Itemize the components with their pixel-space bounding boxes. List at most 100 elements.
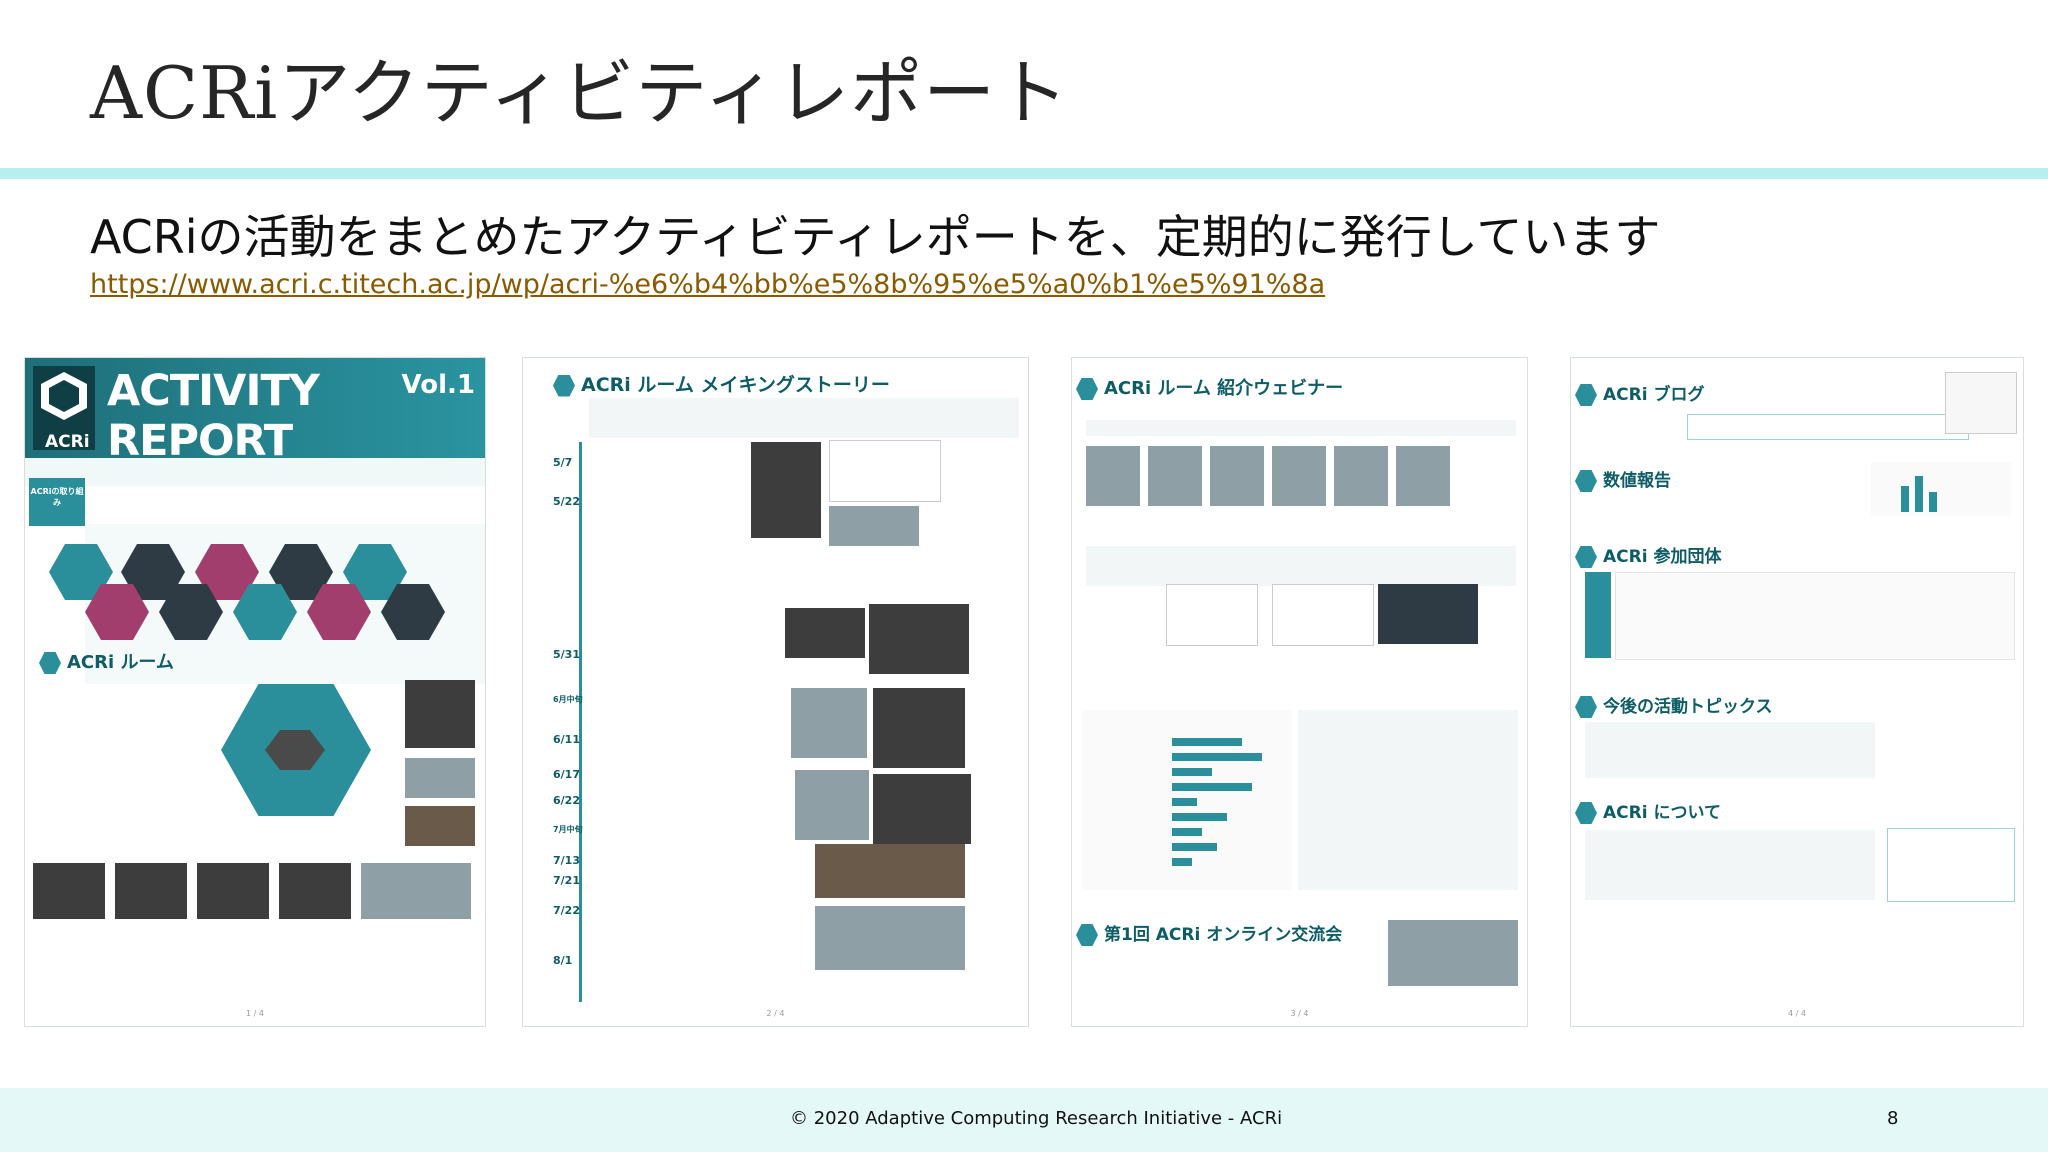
hexagon-icon [1575,696,1597,718]
report-banner: ACRi ACTIVITY REPORT Vol.1 [25,358,485,466]
speaker-photo [1148,446,1202,506]
hexagon-icon [553,374,575,397]
section-heading: 第1回 ACRi オンライン交流会 [1076,920,1342,946]
section-heading-label: ACRi ルーム メイキングストーリー [581,374,890,396]
diagram-core [265,730,325,770]
timeline-date: 7/21 [553,874,580,887]
section-heading: ACRi 参加団体 [1575,542,1721,568]
timeline-date: 6/22 [553,794,580,807]
hexagon-icon [39,652,61,674]
speaker-photo [1334,446,1388,506]
board-array-photo [869,604,969,674]
timeline-date: 7/13 [553,854,580,867]
survey-bar [1172,783,1252,791]
section-heading: ACRi ルーム [39,648,174,674]
blog-thumbnail [1945,372,2017,434]
section-badge-label: ACRiの取り組み [30,487,84,507]
page-number: 3 / 4 [1290,1009,1309,1018]
report-page-2: ACRi ルーム メイキングストーリー 5/7 5/22 5/31 6月中旬 6… [522,357,1029,1027]
survey-bar [1172,753,1262,761]
speaker-photo [1272,446,1326,506]
member-category-bar [1585,572,1611,658]
server-rack-photo [751,442,821,538]
page-number: 1 / 4 [246,1009,264,1018]
page-number: 4 / 4 [1788,1009,1806,1018]
section-heading-label: 第1回 ACRi オンライン交流会 [1104,925,1343,945]
intro-text-block [25,458,485,486]
section-heading: 今後の活動トピックス [1575,692,1773,718]
hexagon-icon [1076,924,1098,946]
section-heading: ACRi ルーム 紹介ウェビナー [1076,374,1343,400]
hexagon-icon [1575,384,1597,406]
section-heading-label: ACRi について [1603,803,1721,823]
section-heading-label: ACRi 参加団体 [1603,547,1722,567]
banner-title: ACTIVITY REPORT [107,366,320,466]
meeting-screenshot [1388,920,1518,986]
about-text [1585,830,1875,900]
timeline-date: 5/31 [553,648,580,661]
title-divider [0,168,2048,179]
section-heading-label: ACRi ブログ [1603,385,1705,405]
timeline-date: 5/7 [553,456,573,469]
survey-bar [1172,798,1197,806]
survey-comments [1298,710,1518,890]
rack-photo [873,688,965,768]
cube-logo-icon [41,372,87,420]
activity-report-link[interactable]: https://www.acri.c.titech.ac.jp/wp/acri-… [90,269,1326,300]
report-page-4: ACRi ブログ 数値報告 ACRi 参加団体 今後の活動トピックス ACRi … [1570,357,2024,1027]
server-photo [405,680,475,748]
timeline-line [579,442,582,1002]
server-room-photo [815,844,965,898]
equipment-photo [33,863,105,919]
timeline-date: 7/22 [553,904,580,917]
survey-bar [1172,843,1217,851]
section-heading-label: 数値報告 [1603,471,1671,491]
terminal-screenshot [829,440,941,502]
slide-screenshot [1272,584,1374,646]
timeline-date: 8/1 [553,954,573,967]
slide-title: ACRiアクティビティレポート [90,51,1070,135]
intro-paragraph [1086,420,1516,436]
stats-chart [1871,462,2011,516]
timeline-date: 6月中旬 [553,695,583,704]
board-photo [405,806,475,846]
topics-text [1585,722,1875,778]
logo-text: ACRi [45,432,90,452]
stats-bar [1929,492,1937,512]
stats-bar [1901,486,1909,512]
survey-bar [1172,768,1212,776]
slide-page-number: 8 [1887,1108,1899,1129]
footer-copyright: © 2020 Adaptive Computing Research Initi… [790,1108,1283,1129]
page-number: 2 / 4 [766,1009,785,1018]
board-photo [791,688,867,758]
research-themes-box [1887,828,2015,902]
section-heading: 数値報告 [1575,466,1671,492]
intro-paragraph [589,398,1019,438]
board-photo [795,770,869,840]
speaker-photo [1396,446,1450,506]
terminal-screenshot [1378,584,1478,644]
survey-bar [1172,858,1192,866]
volume-label: Vol.1 [401,370,475,400]
section-heading-label: ACRi ルーム 紹介ウェビナー [1104,378,1344,399]
equipment-photo [361,863,471,919]
acri-logo: ACRi [33,366,95,452]
section-heading-label: 今後の活動トピックス [1603,697,1773,717]
blog-link-box [1687,414,1969,440]
survey-bar [1172,813,1227,821]
section-heading: ACRi ルーム メイキングストーリー [553,370,890,397]
board-photo [405,758,475,798]
stats-bar [1915,476,1923,512]
equipment-photo [279,863,351,919]
section-heading: ACRi ブログ [1575,380,1704,406]
hexagon-icon [1575,546,1597,568]
timeline-date: 6/17 [553,768,580,781]
slide-screenshot [1166,584,1258,646]
timeline-date: 7月中旬 [553,825,583,834]
survey-bar [1172,738,1242,746]
meeting-screenshot [815,906,965,970]
equipment-photo [115,863,187,919]
member-logo-grid [1615,572,2015,660]
hexagon-icon [1575,802,1597,824]
equipment-photo [197,863,269,919]
